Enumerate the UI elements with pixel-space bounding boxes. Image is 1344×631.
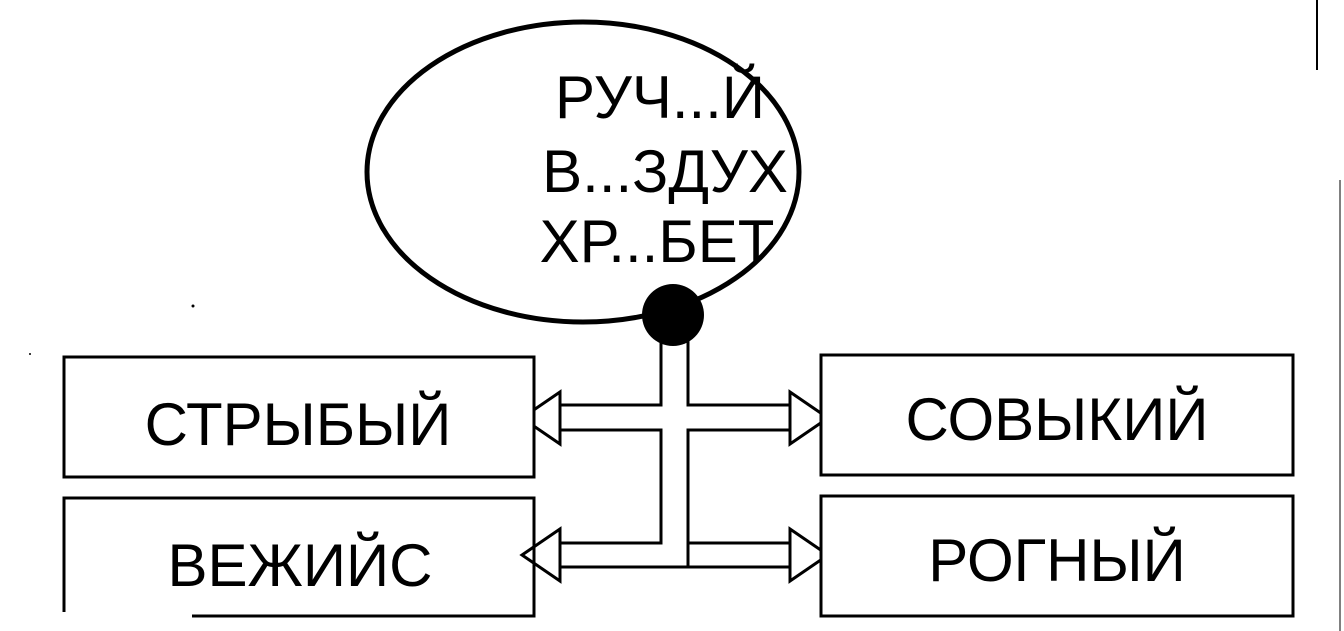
box-label: СТРЫБЫЙ [145,391,452,458]
connector-outline [560,335,790,569]
arrow-to-top-right [788,389,831,447]
ellipse-word-3: ХР...БЕТ [540,208,775,275]
box-bottom-left: ВЕЖИЙС [62,496,536,618]
box-top-right: СОВЫКИЙ [819,353,1295,477]
box-label: РОГНЫЙ [928,527,1185,594]
scan-speck [29,353,31,355]
box-label: СОВЫКИЙ [905,386,1208,453]
arrow-to-bottom-right [788,526,831,584]
arrowheads [519,389,831,584]
box-bottom-right: РОГНЫЙ [819,494,1295,618]
box-outline [819,494,1295,618]
ellipse-outline [364,19,802,325]
ellipse-word-1: РУЧ...Й [555,64,765,131]
arrow-to-top-left [519,389,562,447]
ellipse-word-2: В...ЗДУХ [542,138,788,205]
box-top-left: СТРЫБЫЙ [62,355,536,479]
scan-speck [191,304,195,308]
box-outline [62,496,536,618]
connector [560,335,790,569]
box-label: ВЕЖИЙС [167,532,432,599]
junction-dot [642,284,704,346]
word-ellipse: РУЧ...Й В...ЗДУХ ХР...БЕТ [364,19,802,325]
arrow-to-bottom-left [519,526,562,584]
box-outline [819,353,1295,477]
box-outline [62,355,536,479]
